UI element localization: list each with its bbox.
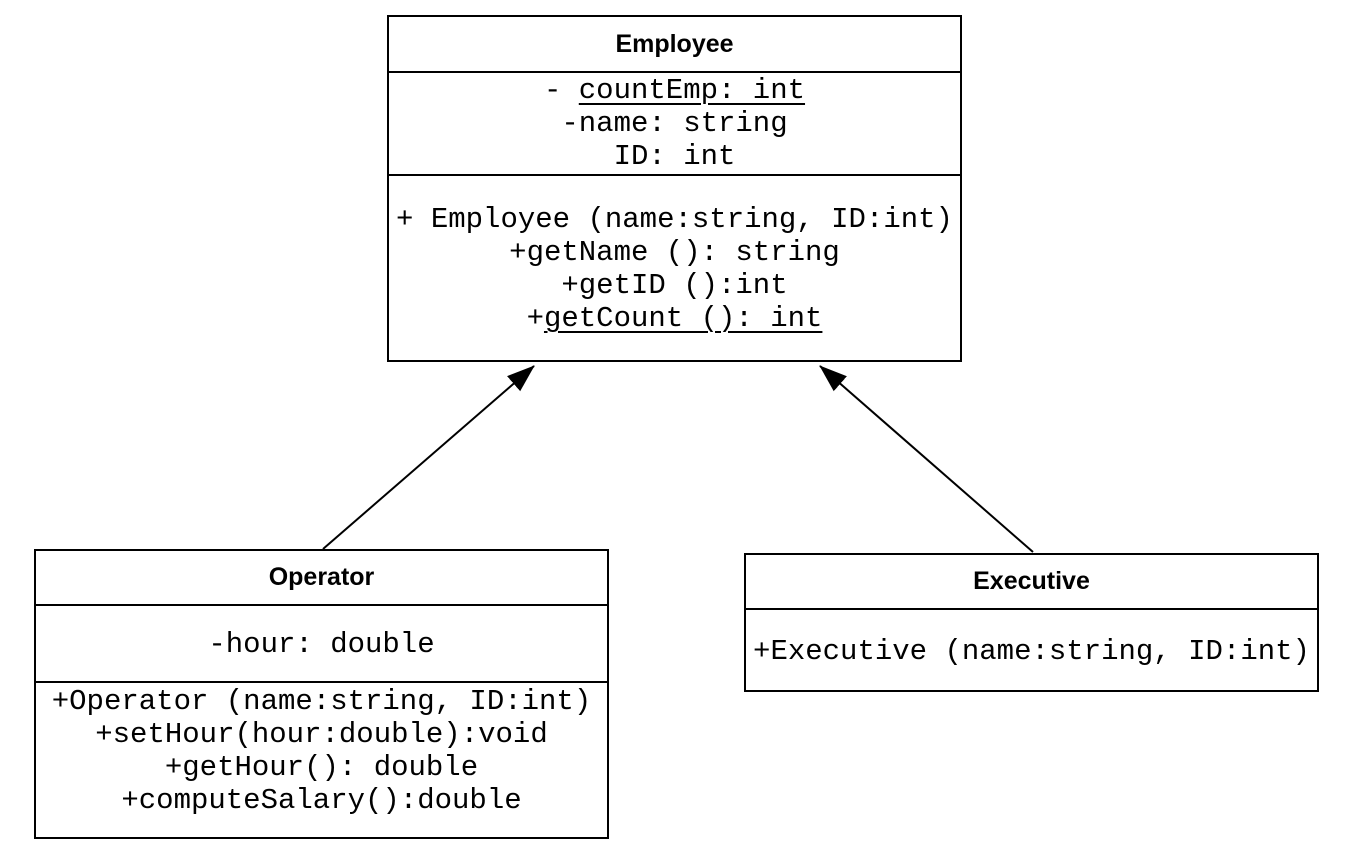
methods-compartment-executive: +Executive (name:string, ID:int)	[746, 610, 1317, 690]
method-line: +getHour(): double	[164, 751, 479, 784]
class-name-operator: Operator	[36, 551, 607, 606]
method-line: +getCount (): int	[526, 302, 823, 335]
method-line: +setHour(hour:double):void	[95, 718, 548, 751]
class-name-employee: Employee	[389, 17, 960, 73]
attribute-line: -name: string	[561, 107, 788, 140]
class-box-operator: Operator -hour: double +Operator (name:s…	[34, 549, 609, 839]
class-box-employee: Employee - countEmp: int -name: string I…	[387, 15, 962, 362]
method-line: +computeSalary():double	[121, 784, 522, 817]
method-line: + Employee (name:string, ID:int)	[396, 203, 953, 236]
inheritance-arrow-operator-to-employee	[322, 365, 535, 550]
inheritance-arrow-executive-to-employee	[819, 365, 1034, 553]
attributes-compartment-employee: - countEmp: int -name: string ID: int	[389, 73, 960, 176]
method-line: +Operator (name:string, ID:int)	[51, 685, 592, 718]
method-line: +Executive (name:string, ID:int)	[753, 635, 1310, 668]
method-line: +getName (): string	[509, 236, 840, 269]
attributes-compartment-operator: -hour: double	[36, 606, 607, 683]
methods-compartment-employee: + Employee (name:string, ID:int) +getNam…	[389, 176, 960, 360]
methods-compartment-operator: +Operator (name:string, ID:int) +setHour…	[36, 683, 607, 837]
class-name-executive: Executive	[746, 555, 1317, 610]
attribute-line: - countEmp: int	[543, 74, 806, 107]
attribute-line: -hour: double	[208, 628, 435, 661]
attribute-line: ID: int	[613, 140, 736, 173]
method-line: +getID ():int	[561, 269, 788, 302]
class-box-executive: Executive +Executive (name:string, ID:in…	[744, 553, 1319, 692]
